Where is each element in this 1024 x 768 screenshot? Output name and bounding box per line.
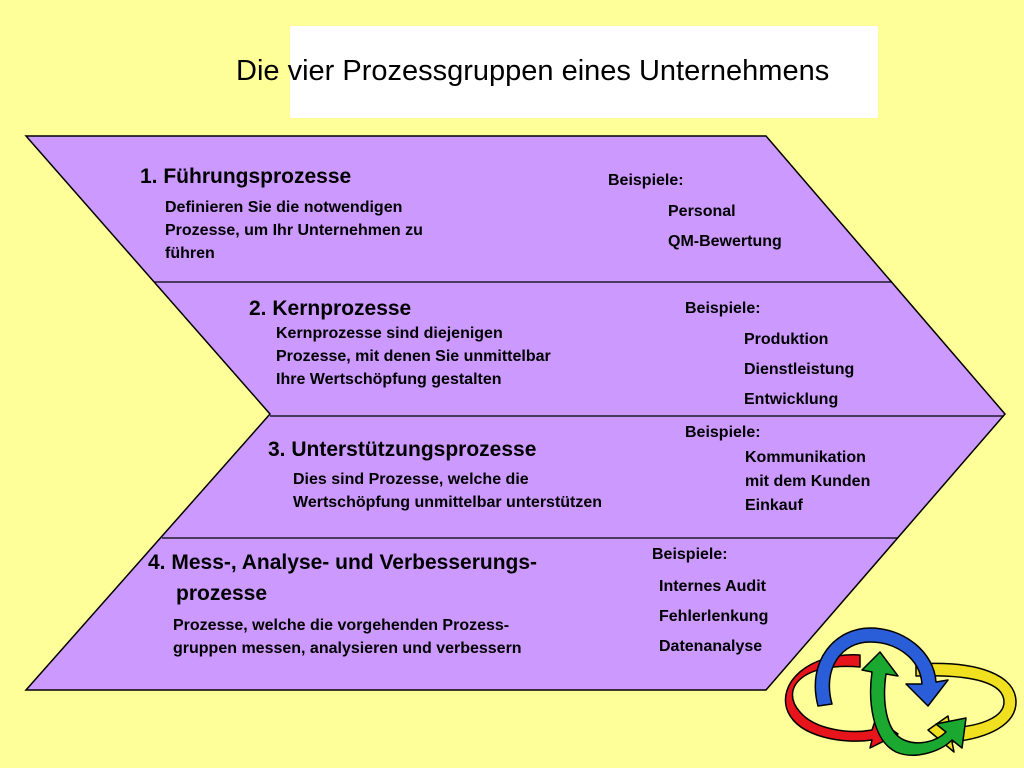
group-3-description: Dies sind Prozesse, welche die Wertschöp… xyxy=(293,471,603,511)
interlocking-cycle-arrows-icon xyxy=(784,627,1017,756)
title-box xyxy=(290,26,878,118)
chevron-band xyxy=(24,135,1006,691)
group-4-examples: Internes Audit Fehlerlenkung Datenanalys… xyxy=(659,578,769,655)
group-4-examples-label: Beispiele: xyxy=(652,546,728,563)
group-2-description: Kernprozesse sind diejenigen Prozesse, m… xyxy=(276,325,551,388)
page-title: Die vier Prozessgruppen eines Unternehme… xyxy=(236,55,830,87)
group-4-description: Prozesse, welche die vorgehenden Prozess… xyxy=(173,617,522,657)
red-arrow xyxy=(784,654,899,749)
group-4-heading-line2: prozesse xyxy=(176,582,268,605)
group-2-examples: Produktion Dienstleistung Entwicklung xyxy=(744,331,855,408)
group-1-examples: Personal QM-Bewertung xyxy=(668,203,782,250)
green-arrow xyxy=(861,651,967,756)
group-1-description: Definieren Sie die notwendigen Prozesse,… xyxy=(165,199,423,262)
group-2-heading: 2. Kernprozesse xyxy=(249,297,412,320)
group-3-examples: Kommunikation mit dem Kunden Einkauf xyxy=(745,449,871,514)
group-3-examples-label: Beispiele: xyxy=(685,424,761,441)
group-2-examples-label: Beispiele: xyxy=(685,300,761,317)
group-1-examples-label: Beispiele: xyxy=(608,172,684,189)
group-1-heading: 1. Führungsprozesse xyxy=(140,165,352,188)
blue-arrow xyxy=(814,627,949,707)
group-3-heading: 3. Unterstützungsprozesse xyxy=(268,438,537,461)
group-4-heading-line1: 4. Mess-, Analyse- und Verbesserungs- xyxy=(148,551,538,574)
